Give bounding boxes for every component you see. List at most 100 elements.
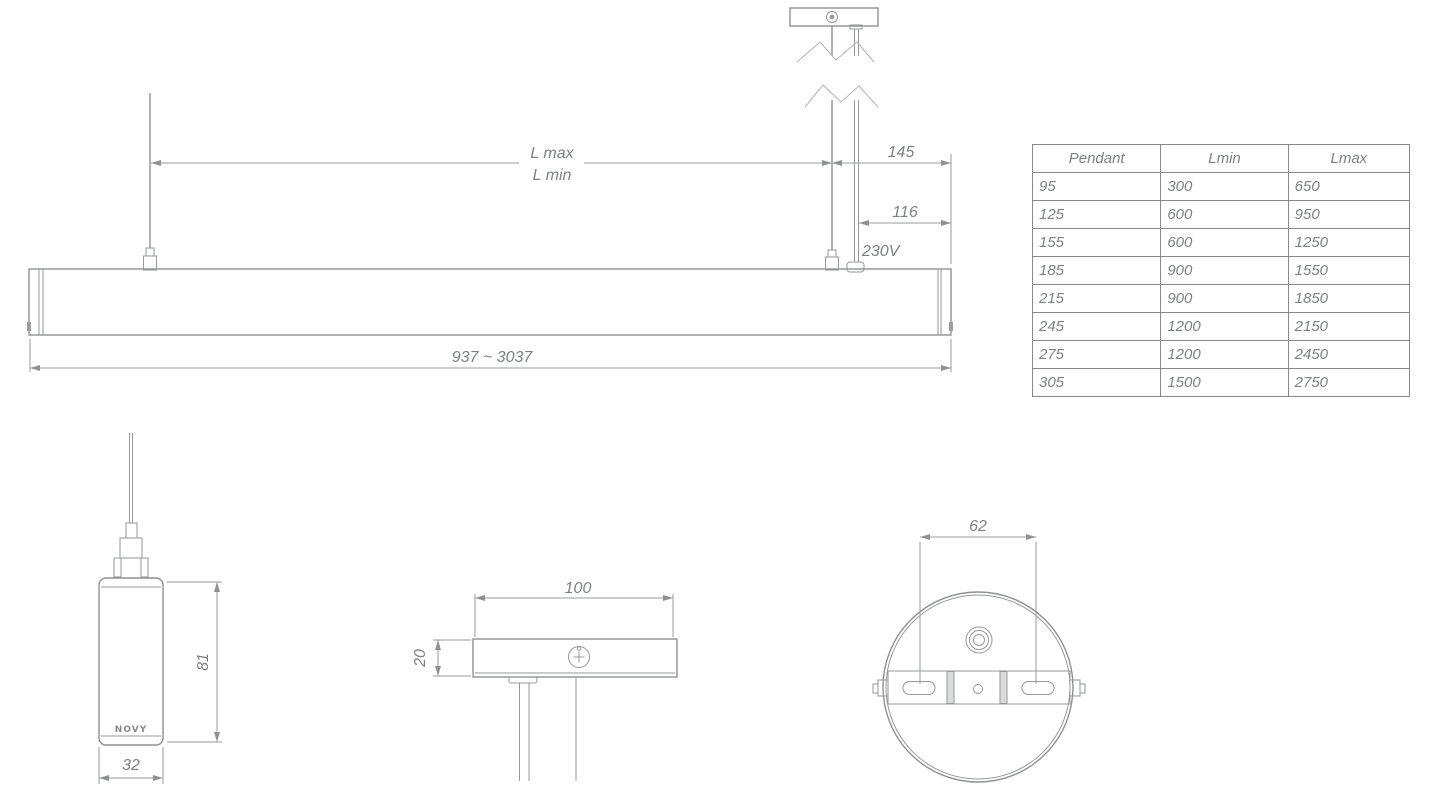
luminaire-body [28,268,952,336]
latch-left [27,322,31,331]
arrowhead-icon [859,220,869,226]
canopy-circle-inner [885,594,1071,780]
screw-notch [576,646,582,651]
col-header-pendant: Pendant [1031,144,1162,173]
arrowhead-icon [151,160,161,166]
table-row: 215 900 1850 [1031,284,1411,313]
cell-lmin: 1200 [1160,340,1289,369]
arrowhead-icon [832,160,842,166]
pendant-side-view: L max L min 145 116 230V 937 ~ 3037 [27,7,953,372]
table-header-row: Pendant Lmin Lmax [1031,144,1411,173]
cell-pendant: 215 [1031,284,1162,313]
power-connector [846,261,865,273]
arrowhead-icon [1026,534,1036,540]
wire-connector-right-nub [827,249,837,258]
mounting-bar [887,670,1071,705]
wire-connector-left [143,255,157,271]
col-header-lmin: Lmin [1160,144,1289,173]
table-row: 95 300 650 [1031,172,1411,201]
table-row: 305 1500 2750 [1031,368,1411,397]
arrowhead-icon [663,595,673,601]
dim-label-145: 145 [888,144,915,161]
mounting-slot-left [902,681,936,695]
table-row: 155 600 1250 [1031,228,1411,257]
canopy-body [472,638,678,678]
cell-pendant: 125 [1031,200,1162,229]
bracket-screw-icon [826,11,838,23]
cell-lmin: 900 [1160,284,1289,313]
cable-exit-bump [508,676,538,684]
bar-divider [999,671,1008,704]
canopy-side-view: 100 20 [412,580,678,781]
cell-lmin: 300 [1160,172,1289,201]
cell-lmax: 2450 [1287,340,1411,369]
cell-pendant: 275 [1031,340,1162,369]
cable-gland [973,634,985,646]
arrowhead-icon [475,595,485,601]
cable-grip-base [120,557,142,579]
dim-label-lmax: L max [530,145,574,162]
cable-grip-body [119,537,143,559]
table-row: 245 1200 2150 [1031,312,1411,341]
table-row: 275 1200 2450 [1031,340,1411,369]
cell-pendant: 245 [1031,312,1162,341]
cell-lmax: 1850 [1287,284,1411,313]
cell-pendant: 185 [1031,256,1162,285]
cell-pendant: 155 [1031,228,1162,257]
arrowhead-icon [941,220,951,226]
arrowhead-icon [435,666,441,676]
cable-gland [969,630,989,650]
table-row: 125 600 950 [1031,200,1411,229]
cable-gland-tab [849,24,863,30]
wire-connector-left-nub [145,247,155,257]
canopy-top-view: 62 [872,518,1086,783]
cell-pendant: 95 [1031,172,1162,201]
bar-divider [946,671,955,704]
ceiling-bracket [789,7,879,27]
cable-gland [965,626,993,654]
voltage-label: 230V [861,243,901,260]
dim-label-lmin: L min [533,167,572,184]
side-screw-icon [872,683,879,694]
dim-label-length-range: 937 ~ 3037 [452,349,534,366]
mounting-slot-right [1021,681,1055,695]
cable-grip-ear [113,557,122,578]
arrowhead-icon [941,160,951,166]
cable-break-icon [804,84,879,108]
cell-lmax: 650 [1287,172,1411,201]
arrowhead-icon [435,640,441,650]
col-header-lmax: Lmax [1287,144,1411,173]
dim-label-62: 62 [969,518,987,535]
profile-end-view: NOVY 81 32 [98,433,222,784]
cell-lmin: 600 [1160,200,1289,229]
side-screw-icon [1079,683,1086,694]
dim-label-116: 116 [892,204,918,221]
cell-lmin: 900 [1160,256,1289,285]
cell-lmax: 950 [1287,200,1411,229]
cell-lmin: 1200 [1160,312,1289,341]
arrowhead-icon [99,775,109,781]
table-row: 185 900 1550 [1031,256,1411,285]
center-hole [973,684,983,694]
cable-grip-nub [125,522,138,539]
arrowhead-icon [30,365,40,371]
dim-label-100: 100 [565,580,592,597]
cell-lmax: 2150 [1287,312,1411,341]
cell-pendant: 305 [1031,368,1162,397]
cell-lmax: 2750 [1287,368,1411,397]
dim-label-81: 81 [195,653,212,671]
arrowhead-icon [941,365,951,371]
dim-label-20: 20 [412,649,429,668]
pendant-spec-table-container: Pendant Lmin Lmax 95 300 650 125 600 950… [1031,144,1411,397]
profile-body [98,577,164,746]
bracket-screw-center [829,14,835,20]
latch-right [949,322,953,331]
pendant-spec-table: Pendant Lmin Lmax 95 300 650 125 600 950… [1031,144,1411,397]
cell-lmax: 1550 [1287,256,1411,285]
arrowhead-icon [214,582,220,592]
cell-lmax: 1250 [1287,228,1411,257]
arrowhead-icon [822,160,832,166]
brand-logo: NOVY [115,725,147,735]
